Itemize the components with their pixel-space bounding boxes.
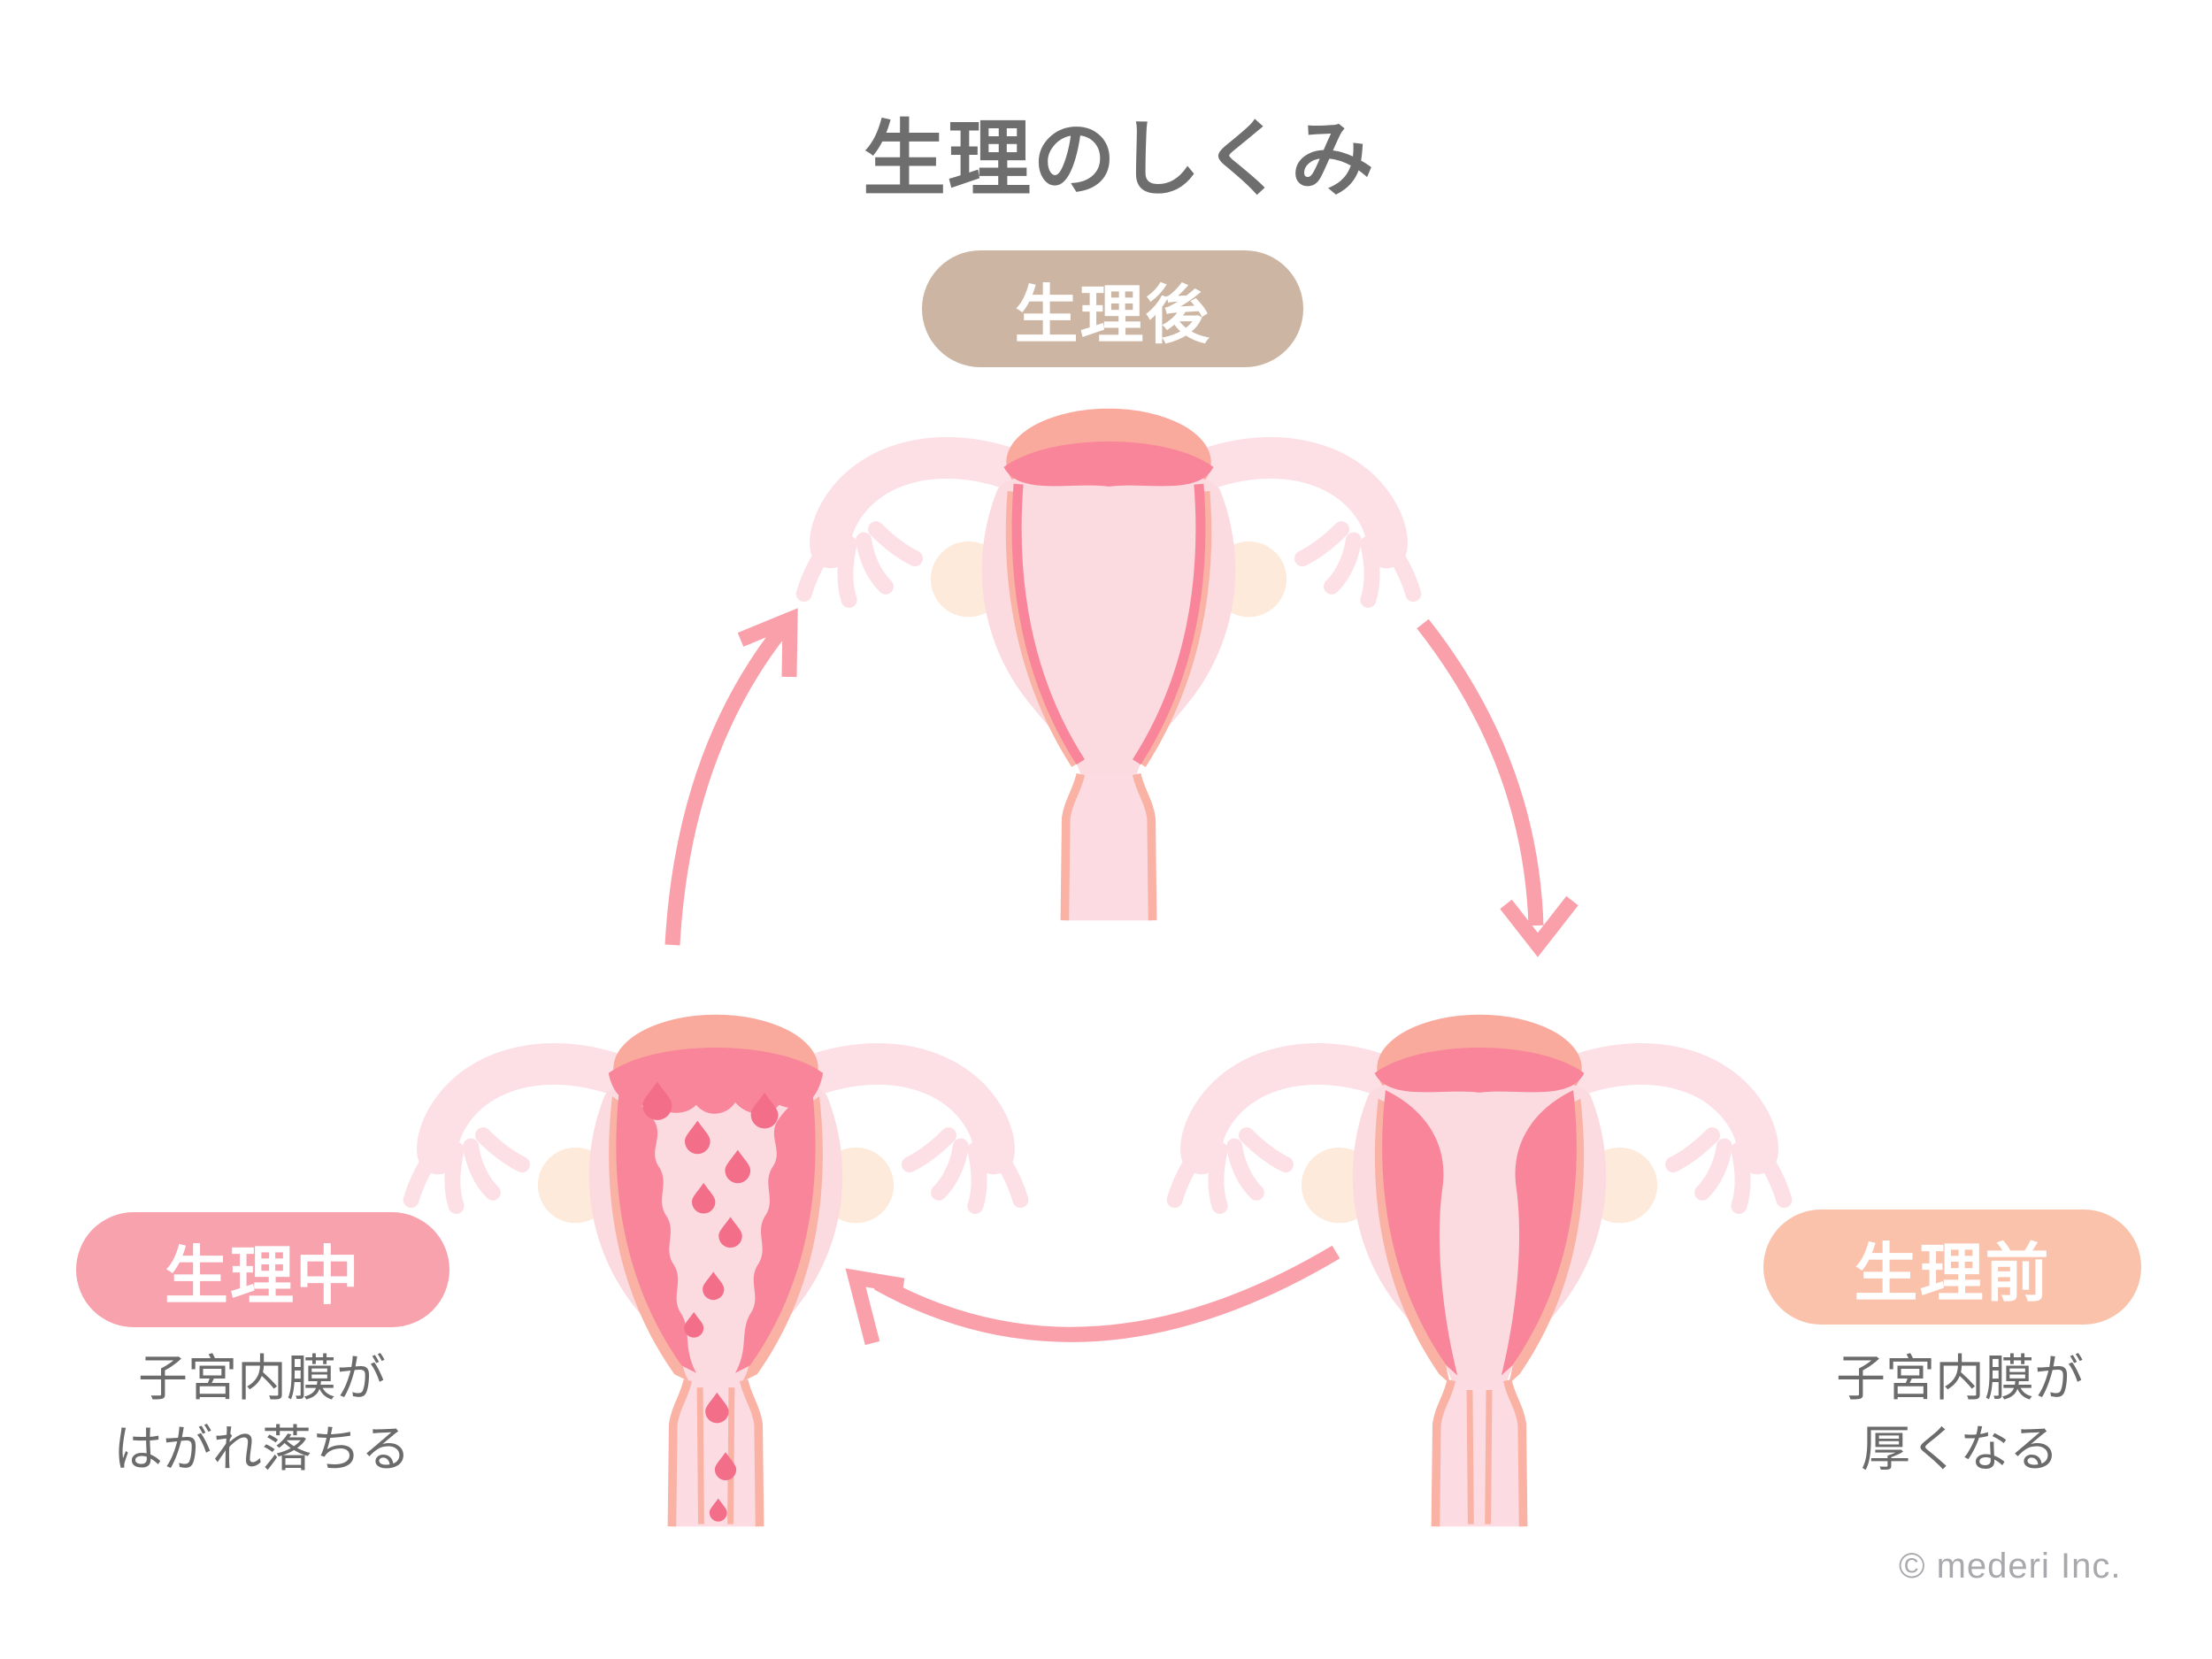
- caption-line: 子宮内膜が: [1836, 1350, 2084, 1406]
- stage-badge-after-period: 生理後: [922, 250, 1303, 367]
- cycle-arrow-before-to-during-icon: [845, 1245, 1340, 1346]
- copyright-notice: © mederi Inc.: [1899, 1547, 2122, 1586]
- uterus-illustration-before-period: [1150, 1002, 1809, 1539]
- stage-badge-before-period: 生理前: [1763, 1210, 2141, 1325]
- stage-badge-during-period: 生理中: [76, 1212, 449, 1327]
- caption-before-period: 子宮内膜が 厚くなる: [1836, 1343, 2084, 1485]
- uterus-illustration-during-period: [387, 1002, 1045, 1539]
- cycle-arrow-during-to-after-icon: [664, 608, 798, 946]
- uterus-illustration-after-period: [780, 396, 1438, 933]
- caption-during-period: 子宮内膜が はがれ落ちる: [113, 1343, 411, 1485]
- cycle-arrow-after-to-before-icon: [1417, 618, 1578, 957]
- caption-line: 厚くなる: [1861, 1421, 2059, 1477]
- caption-line: はがれ落ちる: [113, 1421, 411, 1477]
- page-title: 生理のしくみ: [863, 112, 1376, 205]
- caption-line: 子宮内膜が: [138, 1350, 386, 1406]
